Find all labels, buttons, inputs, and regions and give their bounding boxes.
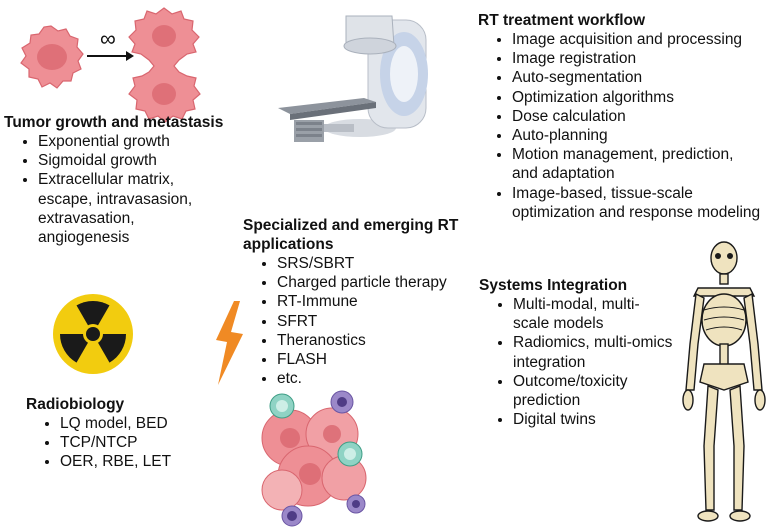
radiobiology-section: Radiobiology LQ model, BED TCP/NTCP OER,…	[26, 395, 226, 472]
list-item: Digital twins	[513, 410, 673, 429]
list-item: OER, RBE, LET	[60, 452, 226, 471]
specialized-list: SRS/SBRT Charged particle therapy RT-Imm…	[243, 254, 463, 388]
workflow-section: RT treatment workflow Image acquisition …	[478, 11, 783, 222]
list-item: etc.	[277, 369, 463, 388]
radiobiology-list: LQ model, BED TCP/NTCP OER, RBE, LET	[26, 414, 226, 472]
infinity-symbol: ∞	[100, 26, 116, 51]
linac-machine-icon	[278, 15, 428, 142]
list-item: SRS/SBRT	[277, 254, 463, 273]
list-item: Radiomics, multi-omics integration	[513, 333, 673, 371]
workflow-list: Image acquisition and processing Image r…	[478, 30, 774, 222]
radiobiology-title: Radiobiology	[26, 396, 125, 413]
list-item: TCP/NTCP	[60, 433, 226, 452]
tumor-immune-cells-icon	[261, 390, 367, 527]
human-skeleton-icon	[682, 241, 766, 522]
list-item: Outcome/toxicity prediction	[513, 372, 673, 410]
list-item: Extracellular matrix, escape, intravasas…	[38, 170, 208, 247]
tumor-title: Tumor growth and metastasis	[4, 114, 224, 131]
systems-section: Systems Integration Multi-modal, multi-s…	[479, 276, 679, 429]
tumor-list: Exponential growth Sigmoidal growth Extr…	[4, 132, 208, 247]
list-item: Optimization algorithms	[512, 88, 774, 107]
list-item: SFRT	[277, 312, 463, 331]
tumor-section: Tumor growth and metastasis Exponential …	[4, 113, 240, 247]
list-item: Exponential growth	[38, 132, 208, 151]
list-item: Auto-planning	[512, 126, 774, 145]
list-item: Multi-modal, multi-scale models	[513, 295, 673, 333]
dividing-cell-icon	[128, 7, 201, 123]
radiation-hazard-icon	[53, 294, 133, 374]
list-item: Image acquisition and processing	[512, 30, 774, 49]
workflow-title: RT treatment workflow	[478, 12, 646, 29]
list-item: FLASH	[277, 350, 463, 369]
systems-title: Systems Integration	[479, 277, 628, 294]
arrow-icon	[87, 51, 134, 61]
list-item: Image-based, tissue-scale optimization a…	[512, 184, 774, 222]
systems-list: Multi-modal, multi-scale models Radiomic…	[479, 295, 673, 429]
list-item: Image registration	[512, 49, 774, 68]
list-item: Motion management, prediction, and adapt…	[512, 145, 744, 183]
list-item: Theranostics	[277, 331, 463, 350]
list-item: Dose calculation	[512, 107, 774, 126]
specialized-section: Specialized and emerging RT applications…	[243, 216, 463, 388]
list-item: LQ model, BED	[60, 414, 226, 433]
specialized-title: Specialized and emerging RT applications	[243, 217, 459, 253]
list-item: RT-Immune	[277, 292, 463, 311]
lightning-bolt-icon	[216, 301, 243, 385]
list-item: Auto-segmentation	[512, 68, 774, 87]
list-item: Charged particle therapy	[277, 273, 463, 292]
tumor-cell-icon	[20, 25, 84, 89]
list-item: Sigmoidal growth	[38, 151, 208, 170]
